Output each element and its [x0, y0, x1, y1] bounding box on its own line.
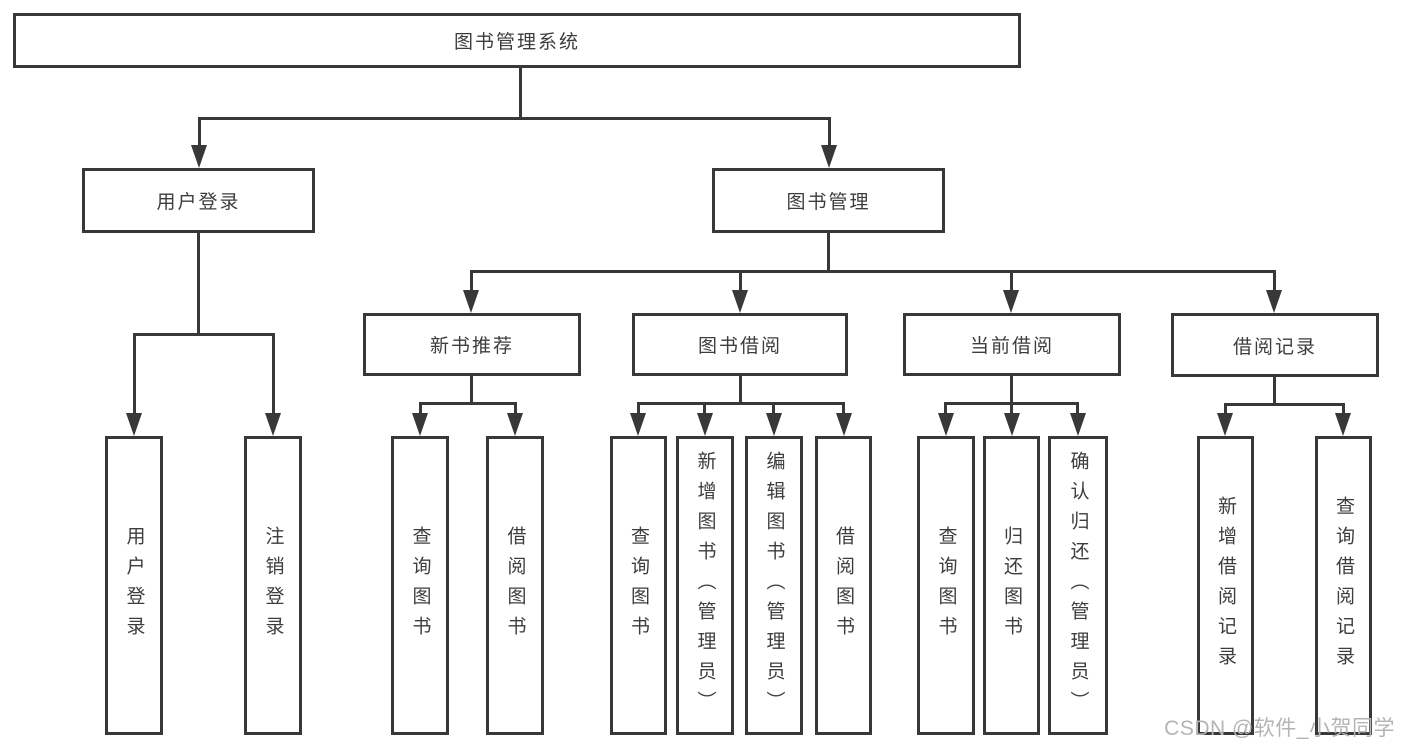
- connector-line: [470, 270, 473, 290]
- node-label: 图书管理: [786, 192, 871, 213]
- connector-line: [1273, 270, 1276, 290]
- arrow-down-icon: [836, 413, 852, 436]
- csdn-watermark: CSDN @软件_小贺同学: [1164, 717, 1395, 740]
- connector-line: [637, 402, 640, 415]
- leaf-edit-books-admin: 编辑图书（管理员）: [745, 436, 803, 735]
- connector-line: [828, 117, 831, 148]
- leaf-label: 查询图书: [409, 525, 431, 646]
- connector-line: [1010, 270, 1013, 290]
- arrow-down-icon: [766, 413, 782, 436]
- arrow-down-icon: [1217, 413, 1233, 436]
- connector-line: [419, 402, 422, 415]
- leaf-label: 查询图书: [628, 525, 649, 646]
- arrow-down-icon: [1335, 413, 1351, 436]
- arrow-down-icon: [1266, 290, 1282, 313]
- leaf-label: 归还图书: [1001, 525, 1022, 646]
- leaf-label: 新增借阅记录: [1215, 495, 1236, 676]
- arrow-down-icon: [630, 413, 646, 436]
- leaf-query-books-borrow: 查询图书: [610, 436, 667, 735]
- connector-line: [272, 333, 275, 413]
- connector-line: [470, 270, 1276, 273]
- connector-line: [198, 117, 201, 148]
- node-label: 借阅记录: [1232, 336, 1317, 358]
- connector-line: [1010, 402, 1013, 415]
- leaf-label: 借阅图书: [504, 525, 526, 646]
- connector-line: [519, 68, 522, 119]
- leaf-label: 查询借阅记录: [1333, 495, 1354, 676]
- connector-line: [1224, 403, 1227, 415]
- connector-line: [1224, 403, 1345, 406]
- node-new-book-recommend: 新书推荐: [363, 313, 581, 376]
- leaf-confirm-return-admin: 确认归还（管理员）: [1048, 436, 1108, 735]
- leaf-add-borrow-record: 新增借阅记录: [1197, 436, 1254, 735]
- arrow-down-icon: [507, 413, 523, 436]
- leaf-label: 查询图书: [935, 525, 957, 646]
- connector-line: [1010, 376, 1013, 405]
- connector-line: [842, 402, 845, 415]
- leaf-label: 注销登录: [262, 525, 284, 646]
- node-library-management-system: 图书管理系统: [13, 13, 1021, 68]
- connector-line: [827, 233, 830, 273]
- leaf-label: 编辑图书（管理员）: [763, 450, 785, 721]
- connector-line: [703, 402, 706, 415]
- arrow-down-icon: [1070, 413, 1086, 436]
- connector-line: [1342, 403, 1345, 415]
- connector-line: [133, 333, 136, 413]
- leaf-query-books-current: 查询图书: [917, 436, 975, 735]
- connector-line: [739, 376, 742, 405]
- connector-line: [470, 376, 473, 405]
- connector-line: [198, 117, 831, 120]
- connector-line: [197, 233, 200, 336]
- connector-line: [1273, 377, 1276, 406]
- leaf-add-books-admin: 新增图书（管理员）: [676, 436, 734, 735]
- leaf-borrow-books-recommend: 借阅图书: [486, 436, 544, 735]
- leaf-borrow-books: 借阅图书: [815, 436, 872, 735]
- leaf-label: 用户登录: [123, 525, 145, 646]
- arrow-down-icon: [821, 145, 837, 168]
- arrow-down-icon: [697, 413, 713, 436]
- arrow-down-icon: [463, 290, 479, 313]
- node-label: 新书推荐: [429, 336, 514, 357]
- connector-line: [772, 402, 775, 415]
- node-label: 图书管理系统: [453, 32, 580, 53]
- arrow-down-icon: [1004, 413, 1020, 436]
- leaf-user-login: 用户登录: [105, 436, 163, 735]
- arrow-down-icon: [265, 413, 281, 436]
- connector-line: [419, 402, 517, 405]
- leaf-label: 借阅图书: [833, 525, 854, 646]
- arrow-down-icon: [191, 145, 207, 168]
- connector-line: [133, 333, 275, 336]
- arrow-down-icon: [126, 413, 142, 436]
- node-label: 用户登录: [156, 192, 241, 213]
- node-label: 图书借阅: [697, 336, 782, 357]
- leaf-logout: 注销登录: [244, 436, 302, 735]
- node-current-borrow: 当前借阅: [903, 313, 1121, 376]
- leaf-return-books: 归还图书: [983, 436, 1040, 735]
- arrow-down-icon: [1003, 290, 1019, 313]
- node-book-borrow: 图书借阅: [632, 313, 848, 376]
- connector-line: [1076, 402, 1079, 415]
- connector-line: [637, 402, 845, 405]
- node-book-management: 图书管理: [712, 168, 945, 233]
- connector-line: [514, 402, 517, 415]
- node-borrow-records: 借阅记录: [1171, 313, 1379, 377]
- leaf-label: 新增图书（管理员）: [694, 450, 716, 721]
- node-label: 当前借阅: [969, 336, 1054, 357]
- connector-line: [739, 270, 742, 290]
- arrow-down-icon: [732, 290, 748, 313]
- leaf-query-borrow-record: 查询借阅记录: [1315, 436, 1372, 735]
- node-user-login: 用户登录: [82, 168, 315, 233]
- leaf-label: 确认归还（管理员）: [1067, 450, 1089, 721]
- arrow-down-icon: [938, 413, 954, 436]
- connector-line: [944, 402, 947, 415]
- leaf-query-books-recommend: 查询图书: [391, 436, 449, 735]
- arrow-down-icon: [412, 413, 428, 436]
